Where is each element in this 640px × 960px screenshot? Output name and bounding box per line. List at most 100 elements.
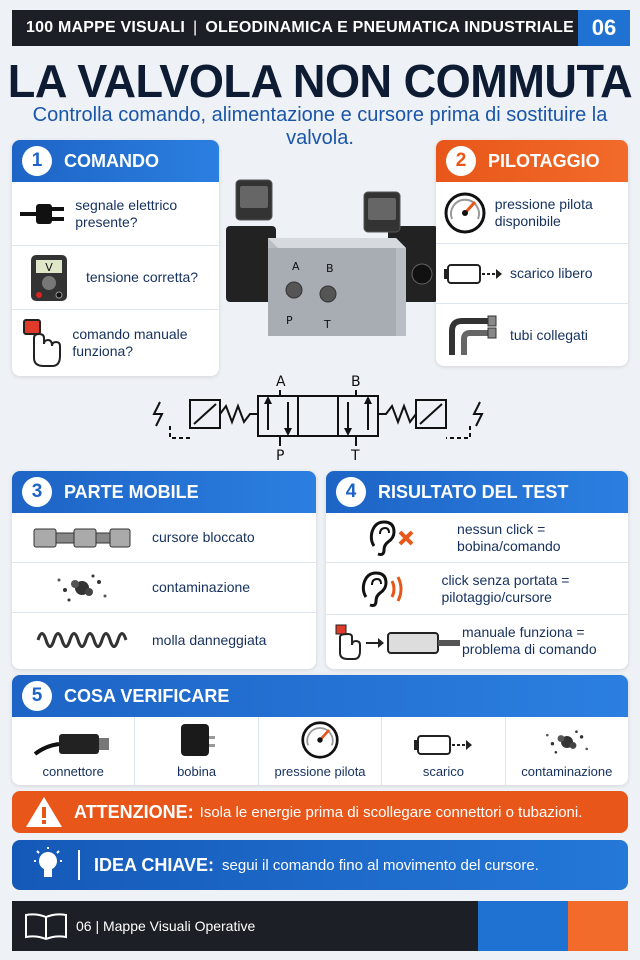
section-title: PILOTAGGIO — [488, 150, 600, 171]
section-title: PARTE MOBILE — [64, 481, 199, 502]
list-item: tubi collegati — [436, 304, 628, 366]
valve-symbol-diagram: A B P T — [152, 374, 484, 462]
footer: 06 | Mappe Visuali Operative — [12, 901, 628, 951]
warning-banner: ATTENZIONE: Isola le energie prima di sc… — [12, 791, 628, 833]
item-label: scarico — [422, 764, 465, 779]
contamination-icon — [12, 570, 152, 606]
section-cosa-verificare: 5 COSA VERIFICARE connettore bobina pres… — [12, 675, 628, 785]
list-item: contaminazione — [12, 563, 316, 613]
page-subtitle: Controlla comando, alimentazione e curso… — [32, 104, 608, 149]
section-header: 3 PARTE MOBILE — [12, 471, 316, 513]
verify-item-scarico: scarico — [382, 717, 506, 785]
exhaust-icon — [436, 259, 510, 289]
section-comando: 1 COMANDO segnale elettrico presente? V … — [12, 140, 219, 376]
list-item: manuale funziona = problema di comando — [326, 615, 628, 667]
item-label: cursore bloccato — [152, 529, 255, 545]
multimeter-icon: V — [12, 253, 86, 303]
verify-item-contaminazione: contaminazione — [506, 717, 628, 785]
header-series: 100 MAPPE VISUALI — [26, 19, 186, 36]
svg-text:V: V — [45, 261, 53, 274]
section-header: 5 COSA VERIFICARE — [12, 675, 628, 717]
list-item: segnale elettrico presente? — [12, 182, 219, 246]
warning-icon — [26, 797, 62, 827]
section-header: 2 PILOTAGGIO — [436, 140, 628, 182]
valve-port-t: T — [323, 318, 331, 331]
valve-port-a: A — [292, 260, 300, 273]
verify-item-bobina: bobina — [135, 717, 259, 785]
book-icon — [25, 913, 67, 941]
footer-text: 06 | Mappe Visuali Operative — [76, 918, 256, 934]
pressure-gauge-icon — [436, 191, 495, 235]
item-label: nessun click = bobina/comando — [457, 520, 561, 554]
item-label: tensione corretta? — [86, 269, 199, 285]
list-item: cursore bloccato — [12, 513, 316, 563]
schematic-label-p: P — [276, 448, 284, 462]
section-title: COMANDO — [64, 150, 159, 171]
spool-icon — [12, 526, 152, 550]
schematic-label-a: A — [276, 374, 286, 390]
page-title: LA VALVOLA NON COMMUTA — [7, 55, 633, 107]
item-label: segnale elettrico presente? — [75, 196, 178, 230]
section-header: 4 RISULTATO DEL TEST — [326, 471, 628, 513]
verify-item-connettore: connettore — [12, 717, 136, 785]
item-label: scarico libero — [510, 265, 593, 281]
spring-icon — [12, 625, 152, 655]
item-label: tubi collegati — [510, 326, 588, 343]
plug-icon — [12, 197, 75, 231]
contamination-icon — [545, 730, 588, 754]
list-item: V tensione corretta? — [12, 246, 219, 310]
section-pilotaggio: 2 PILOTAGGIO pressione pilota disponibil… — [436, 140, 628, 366]
idea-text: segui il comando fino al movimento del c… — [222, 856, 539, 874]
item-label: contaminazione — [152, 579, 251, 595]
warning-label: ATTENZIONE: — [74, 801, 194, 822]
list-item: molla danneggiata — [12, 613, 316, 667]
item-label: pressione pilota disponibile — [494, 195, 593, 229]
lightbulb-icon — [34, 847, 62, 877]
section-risultato-test: 4 RISULTATO DEL TEST nessun click = bobi… — [326, 471, 628, 669]
connector-icon — [33, 734, 110, 756]
idea-banner: IDEA CHIAVE: segui il comando fino al mo… — [12, 840, 628, 890]
coil-icon — [180, 724, 215, 756]
ear-cross-icon — [326, 518, 457, 558]
top-bar: 100 MAPPE VISUALI|OLEODINAMICA E PNEUMAT… — [12, 10, 630, 46]
idea-label: IDEA CHIAVE: — [94, 854, 215, 875]
gauge-icon — [301, 721, 339, 759]
valve-port-b: B — [326, 262, 334, 275]
tubes-icon — [436, 313, 510, 357]
item-label: connettore — [42, 764, 104, 779]
item-label: comando manuale funziona? — [72, 326, 188, 359]
header-text: 100 MAPPE VISUALI|OLEODINAMICA E PNEUMAT… — [26, 19, 574, 36]
schematic-label-t: T — [350, 448, 360, 462]
list-item: nessun click = bobina/comando — [326, 513, 628, 563]
footer-accent-orange — [568, 901, 628, 951]
section-number: 4 — [336, 477, 366, 507]
ear-sound-icon — [326, 569, 441, 609]
manual-button-icon — [12, 318, 72, 368]
header-topic: OLEODINAMICA E PNEUMATICA INDUSTRIALE — [205, 19, 574, 36]
section-number: 5 — [22, 681, 52, 711]
valve-port-p: P — [286, 314, 293, 327]
verify-item-pressione-pilota: pressione pilota — [259, 717, 383, 785]
item-label: manuale funziona = problema di comando — [462, 624, 597, 657]
list-item: scarico libero — [436, 244, 628, 304]
section-number: 2 — [446, 146, 476, 176]
schematic-label-b: B — [351, 374, 361, 390]
section-parte-mobile: 3 PARTE MOBILE cursore bloccato contamin… — [12, 471, 316, 669]
section-title: COSA VERIFICARE — [64, 685, 230, 706]
section-title: RISULTATO DEL TEST — [378, 481, 569, 502]
section-number: 1 — [22, 146, 52, 176]
exhaust-icon — [414, 735, 473, 755]
solenoid-valve-image: A B P T — [226, 179, 438, 336]
item-label: click senza portata = pilotaggio/cursore — [441, 571, 570, 605]
warning-text: Isola le energie prima di scollegare con… — [199, 803, 583, 821]
item-label: pressione pilota — [274, 764, 366, 779]
header-number: 06 — [578, 10, 630, 46]
list-item: comando manuale funziona? — [12, 310, 219, 376]
item-label: bobina — [177, 764, 217, 779]
manual-cylinder-icon — [326, 621, 462, 661]
list-item: click senza portata = pilotaggio/cursore — [326, 563, 628, 615]
item-label: contaminazione — [521, 764, 613, 779]
item-label: molla danneggiata — [152, 631, 267, 648]
section-number: 3 — [22, 477, 52, 507]
list-item: pressione pilota disponibile — [436, 182, 628, 244]
